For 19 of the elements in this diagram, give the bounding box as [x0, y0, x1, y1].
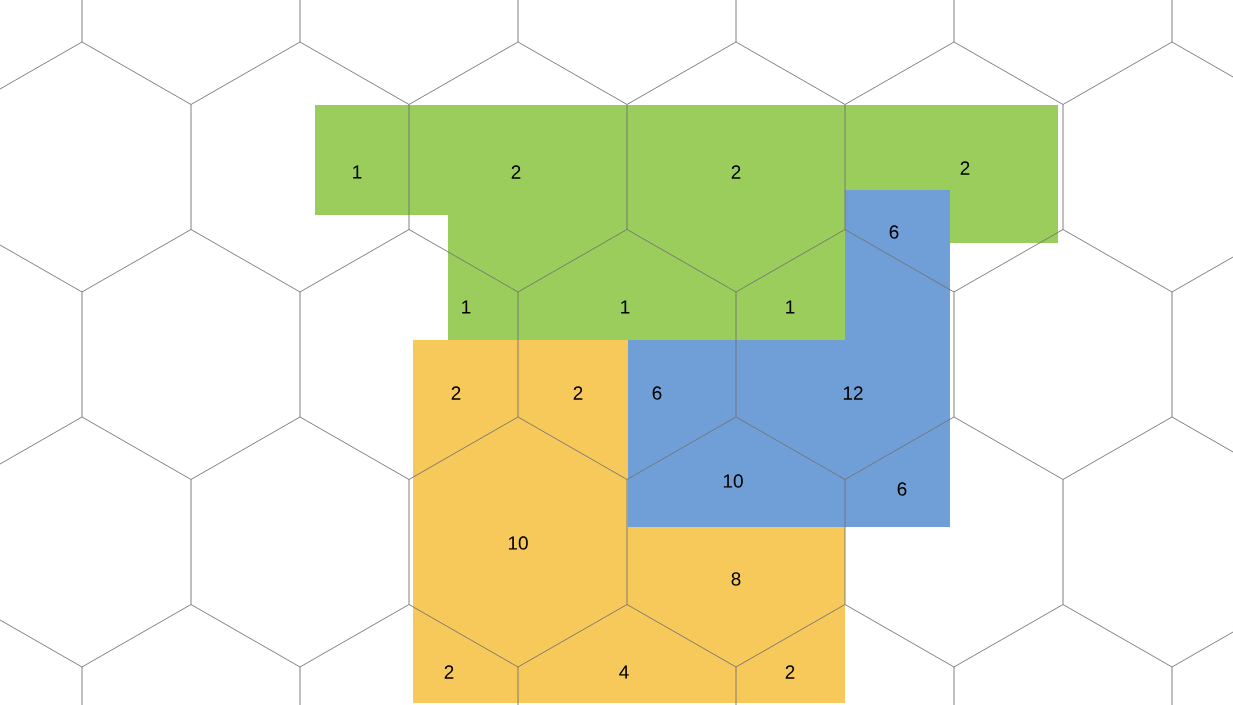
cell-number: 2: [731, 165, 741, 179]
cell-number: 12: [843, 386, 863, 400]
cell-number: 10: [723, 474, 743, 488]
cell-number: 10: [508, 536, 528, 550]
cell-number: 2: [573, 386, 583, 400]
cell-number: 2: [511, 165, 521, 179]
cell-number: 2: [451, 386, 461, 400]
cell-number: 1: [353, 165, 362, 179]
cell-number: 1: [621, 300, 630, 314]
cell-number: 6: [889, 225, 899, 239]
cell-number: 2: [785, 665, 795, 679]
cell-number: 2: [444, 665, 454, 679]
cell-number: 1: [462, 300, 471, 314]
cell-number: 4: [619, 665, 629, 679]
cell-number: 1: [786, 300, 795, 314]
cell-number: 8: [731, 572, 741, 586]
cell-number: 6: [897, 482, 907, 496]
cell-number: 2: [960, 161, 970, 175]
cell-number: 6: [652, 386, 662, 400]
